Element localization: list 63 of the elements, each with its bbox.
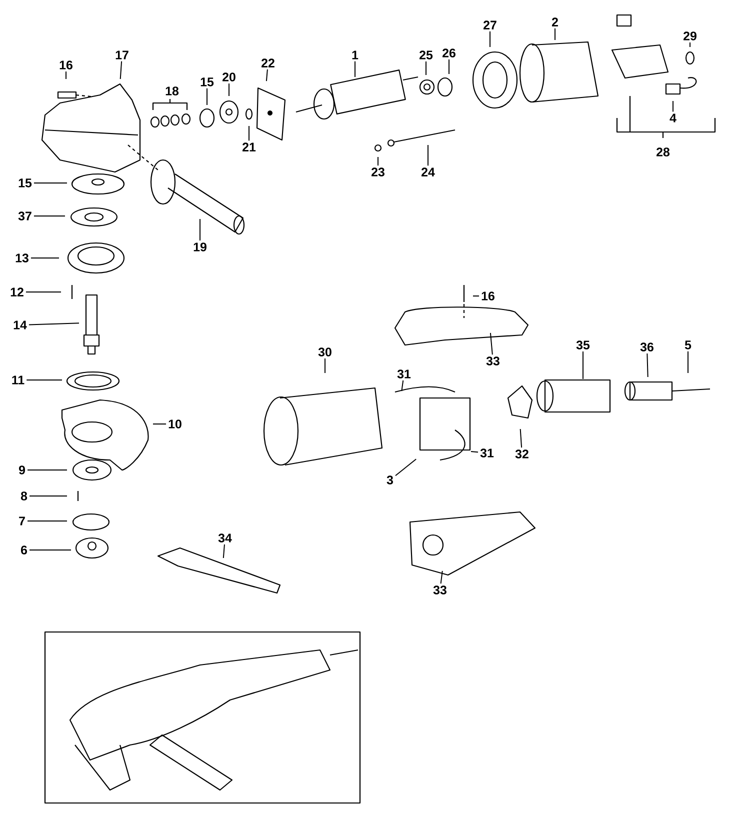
callout-number: 23 [372,168,384,176]
leader-line [28,322,80,326]
leader-line [27,520,68,522]
leader-line [582,350,584,380]
callout-number: 36 [640,342,654,352]
callout-number: 15 [18,178,32,188]
leader-line [266,68,268,82]
callout-number: 16 [60,60,72,70]
leader-line [395,458,417,476]
callout-number: 2 [552,18,558,26]
callout-number: 8 [20,492,28,500]
callout-number: 33 [433,586,446,594]
leader-line [354,60,356,78]
callout-number: 17 [116,50,128,60]
callout-number: 6 [21,546,27,554]
leader-line [448,58,450,74]
leader-line [520,428,522,448]
leader-line [206,88,208,106]
callout-number: 21 [242,142,256,152]
callout-number: 28 [656,148,670,156]
callout-number: 27 [484,20,496,30]
leader-line [470,450,479,453]
leader-line [646,352,648,378]
callout-number: 4 [670,114,676,122]
callout-number: 19 [194,242,206,252]
callout-number: 37 [18,212,32,220]
callout-number: 26 [442,48,456,58]
callout-number: 34 [218,534,232,542]
callout-number: 18 [166,86,179,96]
callout-number: 25 [420,50,433,60]
callout-number: 11 [12,376,24,384]
callout-number: 29 [684,32,696,40]
callout-number: 31 [480,448,494,458]
callout-number: 3 [386,476,393,484]
leader-line [222,544,225,559]
callout-number: 15 [200,78,214,86]
leader-line [490,332,493,356]
leader-line [33,182,68,184]
leader-line [324,358,326,374]
callout-number: 13 [16,254,28,262]
callout-number: 1 [352,50,358,60]
callout-number: 16 [482,292,494,300]
leader-line [248,126,250,142]
callout-number: 31 [397,370,411,378]
callout-number: 22 [262,58,274,68]
leader-line [554,28,556,40]
callout-number: 10 [168,420,182,428]
callout-number: 32 [515,450,528,458]
callout-number: 20 [222,72,236,82]
callout-number: 33 [486,356,500,366]
leader-line [401,380,404,392]
callout-number: 30 [318,348,332,356]
callout-number: 35 [576,340,590,350]
leader-line [228,82,230,96]
callout-number: 7 [19,516,25,526]
callout-number: 24 [422,168,435,176]
leader-line [440,570,443,584]
leader-line [672,100,674,112]
callout-number: 14 [14,320,27,330]
callout-number: 9 [18,466,25,474]
callout-number: 5 [684,340,692,350]
leader-line [120,60,122,80]
callout-number: 12 [10,288,24,296]
